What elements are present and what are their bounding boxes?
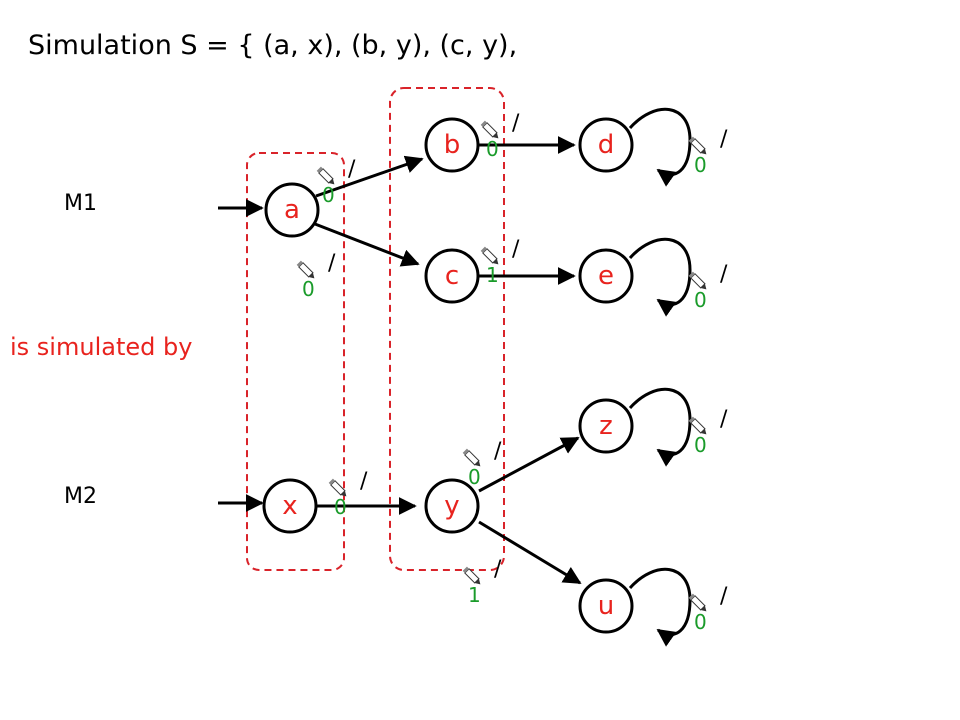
pencil-icon xyxy=(462,448,481,467)
loop-e xyxy=(628,237,692,317)
transition-separator: / xyxy=(720,127,728,152)
state-c-label: c xyxy=(445,261,459,291)
transition-output: 1 xyxy=(486,263,499,287)
transition-label-y_z: /0 xyxy=(462,439,502,489)
transition-output: 0 xyxy=(694,433,707,457)
transition-label-c_e: /1 xyxy=(480,237,520,287)
transition-output: 1 xyxy=(468,583,481,607)
pencil-icon xyxy=(480,120,499,139)
transition-label-z_z: /0 xyxy=(688,407,728,457)
state-z: z xyxy=(578,398,634,454)
edge-y-u xyxy=(478,520,582,585)
state-x-label: x xyxy=(282,491,297,521)
transition-separator: / xyxy=(512,237,520,262)
transition-separator: / xyxy=(512,111,520,136)
transition-separator: / xyxy=(494,557,502,582)
pencil-icon xyxy=(316,166,335,185)
loop-d xyxy=(628,107,692,187)
transition-label-x_y: /0 xyxy=(328,469,368,519)
state-e: e xyxy=(578,248,634,304)
transition-output: 0 xyxy=(486,137,499,161)
group-box-a-x xyxy=(246,152,345,571)
pencil-icon xyxy=(688,593,707,612)
transition-output: 0 xyxy=(694,153,707,177)
state-b-label: b xyxy=(444,130,461,160)
edge-a-c xyxy=(314,222,420,267)
transition-label-y_u: /1 xyxy=(462,557,502,607)
transition-output: 0 xyxy=(694,288,707,312)
transition-label-a_c: /0 xyxy=(296,251,336,301)
edge-y-z xyxy=(478,436,580,493)
transition-separator: / xyxy=(720,262,728,287)
transition-label-b_d: /0 xyxy=(480,111,520,161)
transition-separator: / xyxy=(494,439,502,464)
state-e-label: e xyxy=(598,261,614,291)
transition-separator: / xyxy=(360,469,368,494)
state-a: a xyxy=(264,182,320,238)
transition-labels: /0/0/0/1/0/0/0/0/1/0/0 xyxy=(296,111,728,634)
state-u: u xyxy=(578,578,634,634)
transition-output: 0 xyxy=(468,465,481,489)
state-x: x xyxy=(262,478,318,534)
pencil-icon xyxy=(688,271,707,290)
state-b: b xyxy=(424,117,480,173)
machine-label-m1: M1 xyxy=(64,191,97,216)
transition-label-e_e: /0 xyxy=(688,262,728,312)
pencil-icon xyxy=(480,246,499,265)
pencil-icon xyxy=(688,416,707,435)
state-c: c xyxy=(424,248,480,304)
transition-output: 0 xyxy=(334,495,347,519)
loop-u xyxy=(628,567,692,647)
loop-z xyxy=(628,387,692,467)
transition-separator: / xyxy=(720,584,728,609)
state-y-label: y xyxy=(444,491,459,521)
transition-separator: / xyxy=(348,157,356,182)
state-d-label: d xyxy=(598,130,615,160)
transition-separator: / xyxy=(328,251,336,276)
state-u-label: u xyxy=(598,591,614,621)
transition-label-u_u: /0 xyxy=(688,584,728,634)
state-a-label: a xyxy=(284,195,300,225)
state-z-label: z xyxy=(599,411,613,441)
group-box-bc-y xyxy=(389,87,505,571)
pencil-icon xyxy=(688,136,707,155)
pencil-icon xyxy=(328,478,347,497)
relation-label: is simulated by xyxy=(10,333,192,361)
pencil-icon xyxy=(296,260,315,279)
pencil-icon xyxy=(462,566,481,585)
transition-output: 0 xyxy=(302,277,315,301)
transition-separator: / xyxy=(720,407,728,432)
transition-label-d_d: /0 xyxy=(688,127,728,177)
state-y: y xyxy=(424,478,480,534)
transition-output: 0 xyxy=(694,610,707,634)
transition-output: 0 xyxy=(322,183,335,207)
edge-a-b xyxy=(315,155,424,198)
page-title: Simulation S = { (a, x), (b, y), (c, y), xyxy=(28,30,517,61)
machine-label-m2: M2 xyxy=(64,484,97,509)
state-d: d xyxy=(578,117,634,173)
transition-label-a_b: /0 xyxy=(316,157,356,207)
